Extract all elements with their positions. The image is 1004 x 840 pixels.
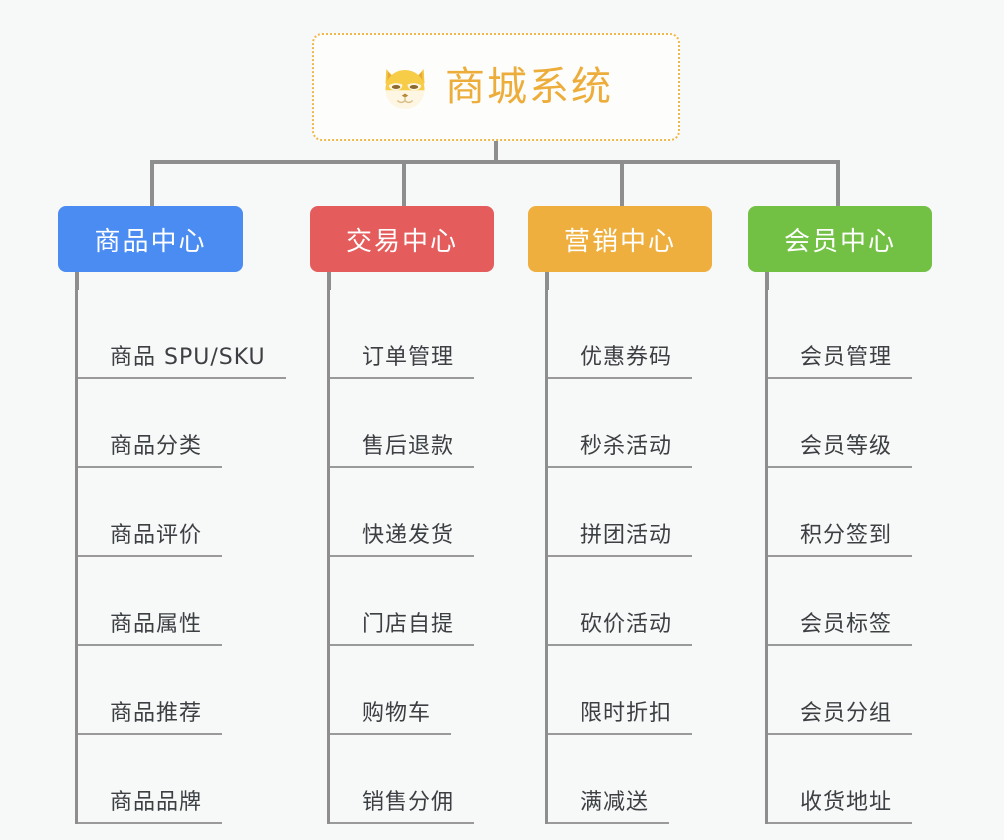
list-item[interactable]: 优惠券码 — [548, 290, 693, 379]
branch-header-member-center[interactable]: 会员中心 — [748, 206, 932, 272]
list-item[interactable]: 收货地址 — [768, 735, 913, 824]
list-item-label: 快递发货 — [330, 523, 475, 557]
branch-member-center: 会员中心 会员管理 会员等级 积分签到 会员标签 会员分组 收货地址 — [748, 206, 932, 824]
list-item[interactable]: 销售分佣 — [330, 735, 475, 824]
list-item-label: 售后退款 — [330, 434, 475, 468]
list-item-label: 购物车 — [330, 701, 452, 735]
list-item[interactable]: 会员标签 — [768, 557, 913, 646]
connector-branch-stem-4 — [765, 272, 769, 290]
list-item[interactable]: 购物车 — [330, 646, 474, 735]
item-list-trade-center: 订单管理 售后退款 快递发货 门店自提 购物车 销售分佣 — [327, 290, 475, 824]
connector-drop-2 — [402, 160, 406, 210]
list-item-label: 限时折扣 — [548, 701, 693, 735]
list-item[interactable]: 秒杀活动 — [548, 379, 693, 468]
connector-branch-stem-2 — [327, 272, 331, 290]
list-item[interactable]: 积分签到 — [768, 468, 913, 557]
connector-branch-stem-1 — [75, 272, 79, 290]
list-item-label: 收货地址 — [768, 790, 913, 824]
branch-marketing-center: 营销中心 优惠券码 秒杀活动 拼团活动 砍价活动 限时折扣 满减送 — [528, 206, 712, 824]
list-item-label: 积分签到 — [768, 523, 913, 557]
list-item[interactable]: 砍价活动 — [548, 557, 693, 646]
list-item[interactable]: 订单管理 — [330, 290, 475, 379]
list-item-label: 商品属性 — [78, 612, 223, 646]
shiba-dog-face-icon — [385, 69, 425, 109]
list-item[interactable]: 会员分组 — [768, 646, 913, 735]
list-item[interactable]: 门店自提 — [330, 557, 475, 646]
list-item-label: 商品评价 — [78, 523, 223, 557]
root-node[interactable]: 商城系统 — [312, 33, 680, 141]
connector-root-stem — [494, 141, 498, 163]
branch-header-trade-center[interactable]: 交易中心 — [310, 206, 494, 272]
list-item-label: 商品 SPU/SKU — [78, 345, 286, 379]
item-list-marketing-center: 优惠券码 秒杀活动 拼团活动 砍价活动 限时折扣 满减送 — [545, 290, 693, 824]
list-item-label: 会员等级 — [768, 434, 913, 468]
list-item[interactable]: 商品属性 — [78, 557, 286, 646]
list-item-label: 秒杀活动 — [548, 434, 693, 468]
item-list-member-center: 会员管理 会员等级 积分签到 会员标签 会员分组 收货地址 — [765, 290, 913, 824]
connector-drop-3 — [620, 160, 624, 210]
list-item[interactable]: 会员等级 — [768, 379, 913, 468]
list-item[interactable]: 商品推荐 — [78, 646, 286, 735]
list-item-label: 砍价活动 — [548, 612, 693, 646]
list-item-label: 会员管理 — [768, 345, 913, 379]
list-item[interactable]: 商品评价 — [78, 468, 286, 557]
root-title: 商城系统 — [445, 64, 613, 110]
item-list-product-center: 商品 SPU/SKU 商品分类 商品评价 商品属性 商品推荐 商品品牌 — [75, 290, 286, 824]
list-item-label: 会员标签 — [768, 612, 913, 646]
branch-header-marketing-center[interactable]: 营销中心 — [528, 206, 712, 272]
list-item[interactable]: 限时折扣 — [548, 646, 693, 735]
list-item-label: 优惠券码 — [548, 345, 693, 379]
list-item[interactable]: 商品品牌 — [78, 735, 286, 824]
list-item-label: 门店自提 — [330, 612, 475, 646]
list-item[interactable]: 会员管理 — [768, 290, 913, 379]
list-item-label: 商品分类 — [78, 434, 223, 468]
connector-branch-stem-3 — [545, 272, 549, 290]
list-item[interactable]: 快递发货 — [330, 468, 475, 557]
list-item[interactable]: 售后退款 — [330, 379, 475, 468]
list-item-label: 拼团活动 — [548, 523, 693, 557]
list-item[interactable]: 满减送 — [548, 735, 692, 824]
branch-product-center: 商品中心 商品 SPU/SKU 商品分类 商品评价 商品属性 商品推荐 商品品牌 — [58, 206, 286, 824]
list-item-label: 会员分组 — [768, 701, 913, 735]
list-item[interactable]: 商品分类 — [78, 379, 286, 468]
list-item-label: 满减送 — [548, 790, 670, 824]
list-item-label: 商品推荐 — [78, 701, 223, 735]
list-item-label: 订单管理 — [330, 345, 475, 379]
connector-horizontal-bus — [150, 160, 840, 164]
list-item[interactable]: 商品 SPU/SKU — [78, 290, 286, 379]
list-item-label: 商品品牌 — [78, 790, 223, 824]
list-item-label: 销售分佣 — [330, 790, 475, 824]
connector-drop-1 — [150, 160, 154, 210]
connector-drop-4 — [836, 160, 840, 210]
branch-header-product-center[interactable]: 商品中心 — [58, 206, 243, 272]
branch-trade-center: 交易中心 订单管理 售后退款 快递发货 门店自提 购物车 销售分佣 — [310, 206, 494, 824]
list-item[interactable]: 拼团活动 — [548, 468, 693, 557]
